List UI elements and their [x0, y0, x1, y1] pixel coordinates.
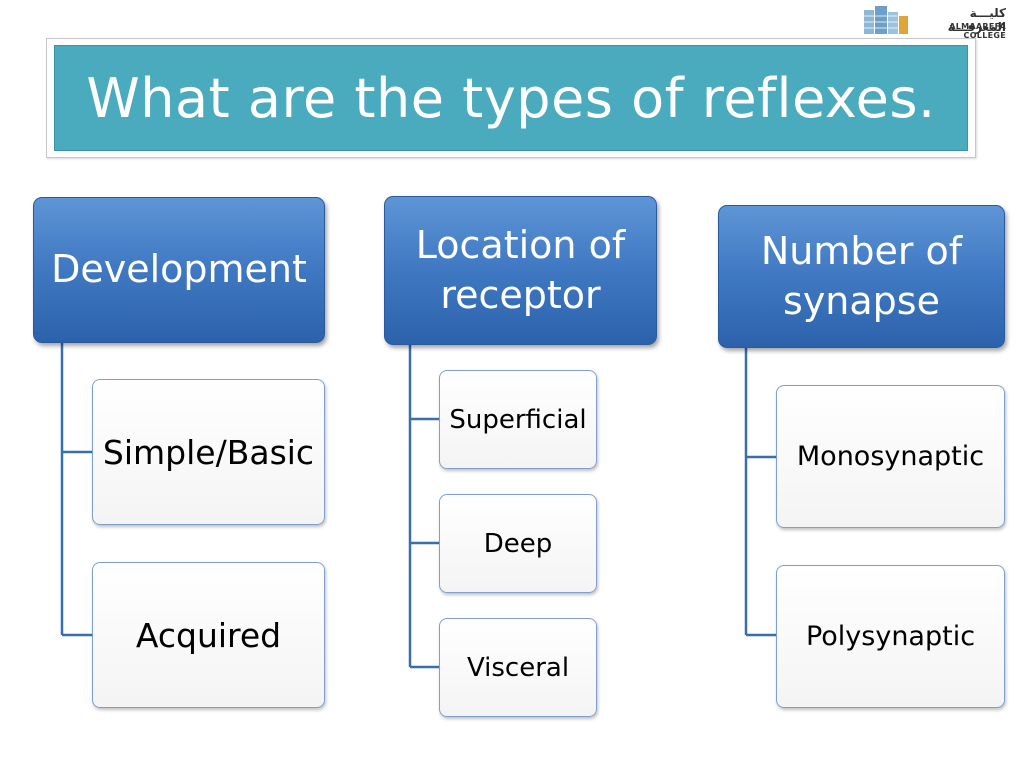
title-frame: What are the types of reflexes. — [46, 38, 976, 158]
heading-location-label: Location of receptor — [415, 223, 626, 317]
heading-number-of-synapse: Number of synapse — [718, 205, 1005, 348]
logo-english-text: ALMAAREFA COLLEGE — [949, 22, 1006, 40]
node-acquired-label: Acquired — [135, 615, 282, 655]
connector-location — [408, 344, 439, 669]
node-monosynaptic-label: Monosynaptic — [796, 441, 985, 472]
node-simple-basic: Simple/Basic — [92, 379, 325, 525]
node-acquired: Acquired — [92, 562, 325, 708]
connector-development — [60, 342, 92, 637]
node-monosynaptic: Monosynaptic — [776, 385, 1005, 528]
node-simple-basic-label: Simple/Basic — [102, 432, 315, 472]
node-deep: Deep — [439, 494, 597, 593]
slide-title: What are the types of reflexes. — [86, 66, 936, 130]
heading-location-of-receptor: Location of receptor — [384, 196, 657, 345]
node-deep-label: Deep — [483, 528, 553, 559]
heading-synapse-label: Number of synapse — [760, 229, 963, 323]
node-visceral: Visceral — [439, 618, 597, 717]
building-logo-icon — [864, 6, 908, 34]
heading-development: Development — [33, 197, 325, 343]
node-superficial-label: Superficial — [449, 404, 587, 435]
heading-development-label: Development — [51, 247, 307, 292]
college-logo: كليـــة المعرفـــة ALMAAREFA COLLEGE — [862, 4, 1008, 40]
node-superficial: Superficial — [439, 370, 597, 469]
title-banner: What are the types of reflexes. — [54, 45, 968, 151]
connector-synapse — [744, 347, 776, 637]
node-visceral-label: Visceral — [466, 652, 570, 683]
logo-arabic-text: كليـــة المعرفـــة — [947, 6, 1006, 34]
node-polysynaptic-label: Polysynaptic — [805, 621, 976, 652]
node-polysynaptic: Polysynaptic — [776, 565, 1005, 708]
